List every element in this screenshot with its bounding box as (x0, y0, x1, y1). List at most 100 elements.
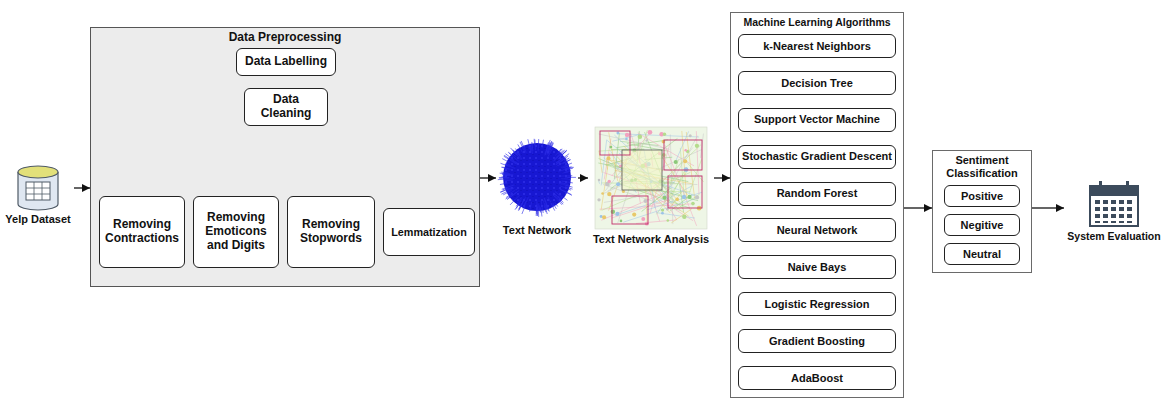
blob-ray (506, 195, 512, 199)
flow-arrow (714, 177, 730, 178)
algorithm-box: Support Vector Machine (738, 108, 896, 132)
node-label: Yelp Dataset (2, 213, 74, 226)
network-node (597, 198, 600, 201)
node-label: Text Network Analysis (588, 233, 714, 246)
blob-ray (566, 166, 568, 167)
network-link (696, 131, 699, 194)
network-node (615, 212, 619, 216)
blob-ray (508, 189, 517, 195)
blob-ray (518, 200, 524, 211)
network-link (642, 189, 670, 211)
flow-arrow (904, 207, 932, 208)
blob-ray (557, 149, 562, 155)
network-blob (498, 139, 576, 217)
network-node (648, 130, 653, 135)
blob-ray (551, 203, 555, 210)
blob-ray (565, 170, 570, 172)
algorithm-box: Stochastic Gradient Descent (738, 145, 896, 169)
network-node (619, 165, 622, 168)
network-node (625, 138, 628, 141)
blob-ray (500, 183, 508, 185)
evaluation-icon: System Evaluation (1064, 180, 1164, 242)
process-box: Data Cleaning (244, 88, 328, 126)
blob-ray (499, 177, 509, 178)
blob-ray (555, 195, 564, 204)
network-link (669, 167, 687, 201)
network-node (684, 149, 687, 152)
classification-panel: Sentiment ClassificationPositiveNegitive… (932, 150, 1032, 273)
network-link (601, 140, 606, 186)
network-link (675, 131, 689, 162)
flow-arrow (578, 177, 588, 178)
algorithm-box: Decision Tree (738, 71, 896, 95)
panel-title: Data Preprocessing (91, 28, 479, 45)
node-label: Decision Tree (781, 77, 853, 90)
network-node (602, 215, 606, 219)
blob-ray (507, 190, 519, 199)
network-node (643, 199, 647, 203)
blob-ray (548, 142, 553, 153)
network-link (623, 198, 696, 222)
network-link (598, 179, 599, 183)
process-box: Data Labelling (236, 48, 336, 76)
algorithm-box: Logistic Regression (738, 292, 896, 316)
blob-ray (548, 197, 553, 207)
network-node (691, 202, 695, 206)
blob-ray (541, 207, 542, 217)
network-graph: Text Network (496, 132, 578, 237)
network-node (632, 213, 636, 217)
node-label: Logistic Regression (764, 298, 869, 311)
blob-ray (516, 198, 522, 206)
database-cylinder (18, 166, 58, 210)
network-node (683, 159, 687, 163)
process-box: Removing Contractions (99, 196, 185, 268)
network-node (661, 208, 664, 211)
blob-ray (545, 146, 548, 154)
calendar-icon (1090, 181, 1138, 226)
node-label: Negitive (961, 219, 1004, 232)
blob-ray (530, 202, 532, 212)
blob-ray (544, 198, 548, 211)
blob-ray (559, 167, 574, 171)
node-label: Gradient Boosting (769, 335, 865, 348)
algorithm-box: Neural Network (738, 218, 896, 242)
preprocessing-panel: Data PreprocessingData LabellingData Cle… (90, 27, 480, 287)
blob-ray (556, 156, 568, 164)
blob-ray (532, 142, 533, 149)
network-node (663, 133, 666, 136)
algorithm-box: k-Nearest Neighbors (738, 34, 896, 58)
blob-ray (505, 179, 513, 181)
network-node (682, 195, 686, 199)
panel-title: Sentiment Classification (933, 151, 1031, 179)
network-node (598, 179, 601, 182)
network-link (687, 162, 704, 182)
network-node (607, 192, 611, 196)
blob-ray (534, 139, 536, 146)
algorithm-box: AdaBoost (738, 366, 896, 390)
blob-ray (555, 203, 558, 207)
network-link (614, 133, 619, 179)
network-link (599, 151, 602, 173)
network-node (645, 139, 648, 142)
node-label: Removing Stopwords (291, 218, 371, 246)
network-link (657, 189, 698, 200)
blob-ray (534, 140, 536, 151)
cluster-box (668, 176, 702, 208)
class-box: Negitive (944, 214, 1020, 236)
network-node (616, 131, 619, 134)
blob-ray (563, 191, 571, 195)
network-link (610, 138, 677, 189)
blob-ray (542, 140, 544, 149)
network-link (604, 139, 611, 180)
blob-ray (545, 140, 550, 155)
blob-ray (563, 159, 570, 163)
blob-ray (561, 178, 569, 180)
blob-ray (565, 168, 572, 170)
network-node (661, 212, 664, 215)
process-box: Removing Stopwords (287, 196, 375, 268)
blob-ray (523, 201, 526, 208)
blob-ray (566, 185, 571, 186)
panel-title: Machine Learning Algorithms (731, 13, 903, 28)
node-label: System Evaluation (1064, 230, 1164, 242)
